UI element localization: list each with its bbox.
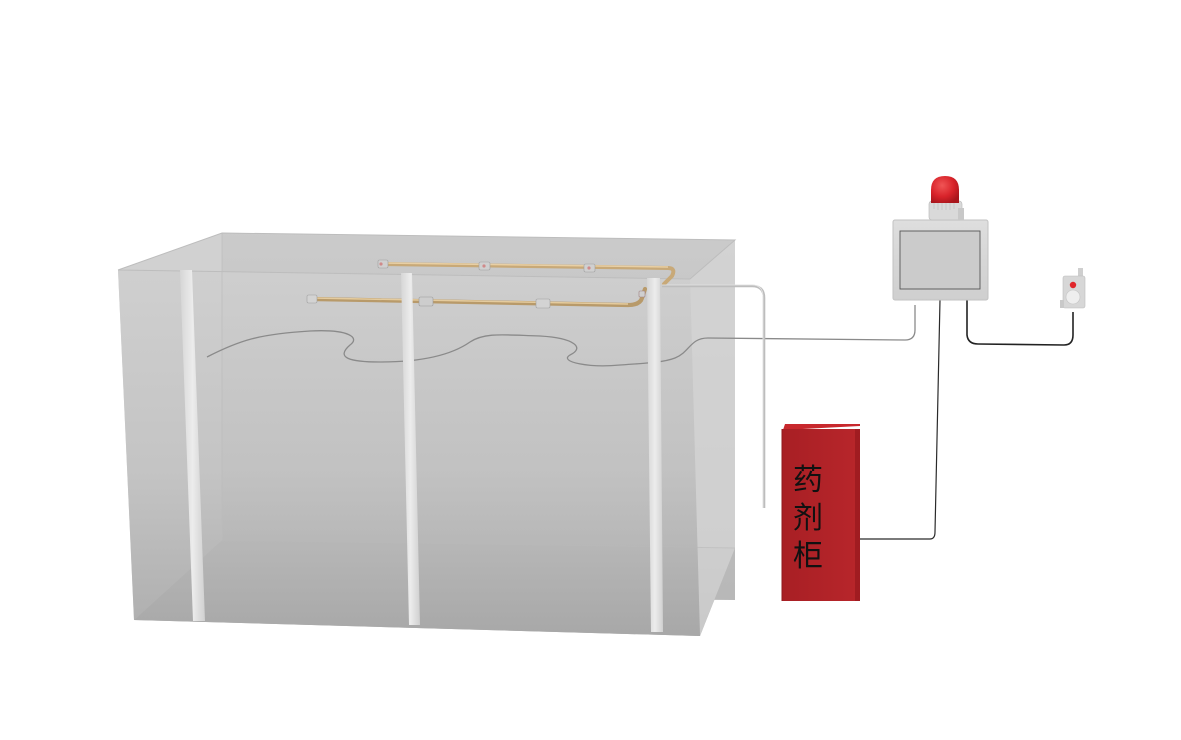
room-floor-edge xyxy=(221,539,736,549)
nozzle-icon xyxy=(306,294,318,304)
room-pillars xyxy=(180,270,663,632)
upper-pipe-nozzles xyxy=(377,259,596,273)
button-mount-top xyxy=(1078,268,1083,276)
beacon-base-side xyxy=(958,208,964,220)
room-top-edge xyxy=(117,232,737,280)
pillar-right xyxy=(647,278,663,632)
button-signal-cable xyxy=(966,300,1074,346)
lower-pipe xyxy=(309,286,648,308)
cabinet-body xyxy=(782,429,860,601)
agent-cabinet xyxy=(781,424,860,601)
nozzle-icon xyxy=(377,259,389,269)
panel-display xyxy=(899,230,981,290)
button-push-plate xyxy=(1065,289,1081,305)
lower-pipe-nozzles xyxy=(306,290,646,309)
cabinet-signal-cable xyxy=(860,299,941,540)
upper-pipe-network xyxy=(377,259,676,286)
cabinet-side xyxy=(855,429,860,601)
nozzle-icon xyxy=(638,290,646,298)
nozzle-dot xyxy=(482,264,486,268)
lower-pipe-highlight xyxy=(311,297,629,305)
button-mount-bottom xyxy=(1060,300,1064,308)
beacon-dome xyxy=(931,176,959,203)
button-indicator-light xyxy=(1069,281,1077,289)
upper-pipe-highlight xyxy=(381,262,669,268)
nozzle-dot xyxy=(587,266,591,270)
nozzle-dot xyxy=(379,262,383,266)
upper-pipe xyxy=(380,262,676,286)
supply-pipe-highlight xyxy=(662,284,764,508)
nozzle-icon xyxy=(535,298,551,309)
detection-cable xyxy=(206,305,916,367)
control-panel xyxy=(892,219,989,301)
nozzle-icon xyxy=(418,296,434,307)
alarm-beacon xyxy=(928,176,964,221)
pillar-middle xyxy=(401,273,420,625)
manual-release-button xyxy=(1060,268,1086,309)
beacon-ridges xyxy=(933,203,955,210)
pillar-left xyxy=(180,270,205,621)
cabinet-top xyxy=(783,424,860,430)
lower-pipe-network xyxy=(306,286,648,309)
